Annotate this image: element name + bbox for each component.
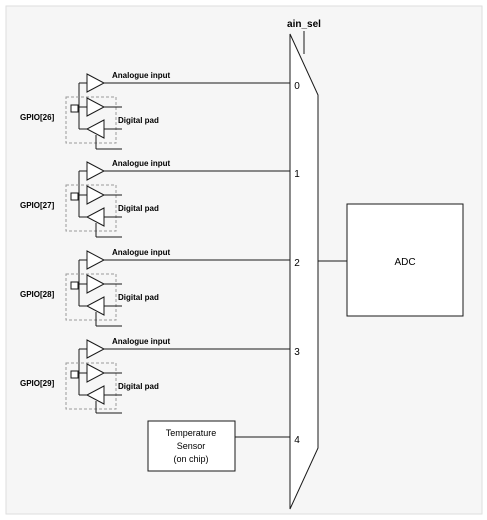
gpio-channel-1: Analogue input Digital pad GPIO[27] <box>20 159 290 238</box>
gpio-pad-box <box>65 273 117 321</box>
analogue-input-label: Analogue input <box>112 71 171 80</box>
digital-pad-label: Digital pad <box>118 293 159 302</box>
analogue-input-label: Analogue input <box>112 248 171 257</box>
multiplexer <box>289 33 319 510</box>
ain-sel-label: ain_sel <box>287 19 321 30</box>
temperature-sensor-box <box>147 420 236 472</box>
temperature-sensor-line1: Temperature <box>166 428 217 438</box>
adc-block <box>346 203 464 317</box>
temperature-sensor: Temperature Sensor (on chip) <box>147 420 290 472</box>
mux-input-1-label: 1 <box>294 169 300 180</box>
temperature-sensor-line2: Sensor <box>177 441 206 451</box>
gpio-pad-box <box>65 96 117 144</box>
digital-pad-label: Digital pad <box>118 204 159 213</box>
pad-square <box>70 281 79 290</box>
gpio-channel-0: Analogue input Digital pad GPIO[26] <box>20 71 290 150</box>
analogue-input-label: Analogue input <box>112 159 171 168</box>
gpio-channel-2: Analogue input Digital pad GPIO[28] <box>20 248 290 327</box>
mux-input-4-label: 4 <box>294 435 300 446</box>
mux-input-3-label: 3 <box>294 347 300 358</box>
digital-pad-label: Digital pad <box>118 116 159 125</box>
gpio-channel-3: Analogue input Digital pad GPIO[29] <box>20 337 290 414</box>
gpio-label: GPIO[27] <box>20 201 55 210</box>
digital-pad-label: Digital pad <box>118 382 159 391</box>
gpio-pad-box <box>65 184 117 232</box>
adc-label: ADC <box>394 257 415 268</box>
mux-input-0-label: 0 <box>294 81 300 92</box>
analogue-input-label: Analogue input <box>112 337 171 346</box>
gpio-label: GPIO[29] <box>20 379 55 388</box>
gpio-label: GPIO[26] <box>20 113 55 122</box>
temperature-sensor-line3: (on chip) <box>173 454 208 464</box>
gpio-label: GPIO[28] <box>20 290 55 299</box>
pad-square <box>70 370 79 379</box>
pad-square <box>70 192 79 201</box>
pad-square <box>70 104 79 113</box>
gpio-pad-box <box>65 362 117 410</box>
mux-input-2-label: 2 <box>294 258 300 269</box>
